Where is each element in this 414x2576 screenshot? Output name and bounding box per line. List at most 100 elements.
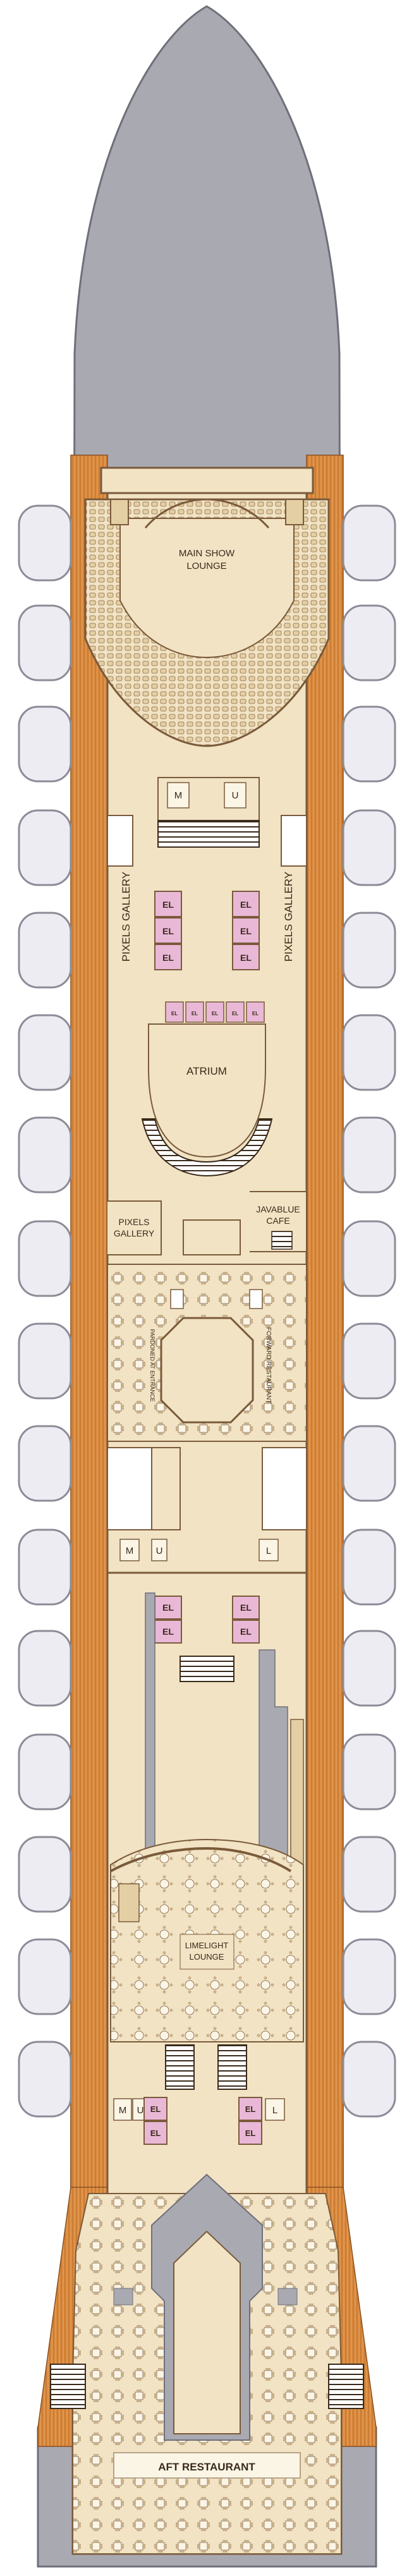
restroom-ladies: L xyxy=(266,1546,271,1556)
lifeboat xyxy=(342,1322,396,1400)
elevator-label: EL xyxy=(162,1602,174,1613)
pixels-gallery-starboard-label[interactable]: PIXELS GALLERY xyxy=(283,872,295,961)
lifeboat xyxy=(342,1630,396,1707)
lifeboat xyxy=(18,1938,72,2015)
pixels-gallery-small-label-line1: PIXELS xyxy=(118,1217,149,1227)
lifeboat xyxy=(18,1733,72,1810)
limelight-lounge[interactable]: LIMELIGHT LOUNGE xyxy=(110,1838,304,2042)
aft-stair-port-outer xyxy=(50,2364,86,2409)
limelight-lounge-label-line2: LOUNGE xyxy=(190,1952,224,1962)
lifeboat xyxy=(18,504,72,582)
elevator xyxy=(143,2121,167,2145)
restroom-men: M xyxy=(119,2105,127,2116)
elevator xyxy=(143,2097,167,2121)
elevator-label: EL xyxy=(245,2104,256,2114)
lifeboat xyxy=(342,504,396,582)
restroom-unisex: U xyxy=(232,790,239,801)
main-show-lounge-label-line1: MAIN SHOW xyxy=(179,548,235,559)
elevator-label: EL xyxy=(245,2128,256,2138)
elevator-label: EL xyxy=(232,1011,238,1016)
elevator xyxy=(232,944,260,970)
forward-restrooms: M U xyxy=(157,777,260,848)
elevator-label: EL xyxy=(171,1011,178,1016)
lifeboat xyxy=(342,705,396,783)
main-show-lounge[interactable]: MAIN SHOW LOUNGE xyxy=(84,467,330,747)
aft-stair-starboard xyxy=(217,2044,247,2090)
lifeboat xyxy=(18,1836,72,1913)
pixels-gallery-small-label-line2: GALLERY xyxy=(114,1228,155,1238)
lifeboat xyxy=(342,1425,396,1502)
restroom-ladies: L xyxy=(272,2105,277,2116)
elevator xyxy=(154,1596,182,1620)
lifeboat xyxy=(342,1014,396,1091)
lifeboat xyxy=(18,1425,72,1502)
elevator xyxy=(232,891,260,917)
restroom-men: M xyxy=(174,790,183,801)
forward-restaurant-label: FORWARD RESTAURANT xyxy=(265,1328,272,1404)
elevator-label: EL xyxy=(150,2104,161,2114)
pixels-gallery-port-label[interactable]: PIXELS GALLERY xyxy=(120,872,132,961)
elevator xyxy=(154,1620,182,1644)
elevator-label: EL xyxy=(192,1011,198,1016)
javablue-cafe[interactable]: JAVABLUE CAFE xyxy=(250,1191,307,1252)
aft-stair-port xyxy=(165,2044,195,2090)
forward-restaurant[interactable]: FORWARD RESTAURANT PARDONED AT ENTRANCE xyxy=(107,1264,307,1442)
midship-corridor-wall xyxy=(183,1219,241,1255)
aft-stair-starboard-outer xyxy=(328,2364,364,2409)
lifeboat xyxy=(18,1630,72,1707)
elevator-label: EL xyxy=(240,953,252,963)
service-block-port xyxy=(145,1592,155,1865)
port-promenade-deck xyxy=(70,455,108,2447)
lifeboat xyxy=(342,2041,396,2118)
starboard-promenade-deck xyxy=(306,455,344,2447)
lifeboat xyxy=(18,604,72,681)
elevator-label: EL xyxy=(212,1011,218,1016)
aft-restaurant-label: AFT RESTAURANT xyxy=(158,2461,255,2473)
elevator-label: EL xyxy=(162,900,174,910)
lifeboat xyxy=(342,1733,396,1810)
lifeboat xyxy=(342,1836,396,1913)
restaurant-entrance-label: PARDONED AT ENTRANCE xyxy=(149,1329,155,1401)
forward-elevators: EL EL EL EL EL EL xyxy=(154,891,260,970)
elevator xyxy=(232,1596,260,1620)
aft-elevators: EL EL EL EL xyxy=(143,2097,262,2145)
elevator-label: EL xyxy=(240,900,252,910)
elevator-label: EL xyxy=(240,1602,252,1613)
aft-restrooms: M U L xyxy=(113,2098,285,2121)
lifeboat xyxy=(18,1322,72,1400)
lifeboat xyxy=(342,1116,396,1193)
lifeboat xyxy=(342,1220,396,1297)
elevator-label: EL xyxy=(162,953,174,963)
elevator xyxy=(154,891,182,917)
elevator xyxy=(154,917,182,944)
lifeboat xyxy=(342,604,396,681)
lifeboat xyxy=(18,1220,72,1297)
lifeboat xyxy=(18,809,72,886)
elevator-label: EL xyxy=(240,1627,252,1637)
atrium-label: ATRIUM xyxy=(186,1065,227,1077)
elevator-label: EL xyxy=(252,1011,259,1016)
lifeboat xyxy=(342,809,396,886)
elevator xyxy=(232,917,260,944)
pixels-gallery-small[interactable]: PIXELS GALLERY xyxy=(107,1200,162,1255)
lifeboat xyxy=(342,1529,396,1606)
restroom-unisex: U xyxy=(137,2105,144,2116)
aft-restaurant[interactable]: AFT RESTAURANT xyxy=(72,2173,342,2555)
elevator-label: EL xyxy=(162,926,174,936)
elevator xyxy=(238,2097,262,2121)
lifeboat xyxy=(18,1014,72,1091)
lifeboat xyxy=(18,912,72,989)
midship-elevators: EL EL EL EL xyxy=(154,1596,260,1682)
lifeboat xyxy=(18,1529,72,1606)
lifeboat xyxy=(18,2041,72,2118)
forward-stair-starboard xyxy=(281,815,307,867)
midship-restrooms: M U L xyxy=(107,1447,307,1561)
javablue-cafe-label-line2: CAFE xyxy=(266,1216,289,1226)
javablue-cafe-label-line1: JAVABLUE xyxy=(256,1204,300,1214)
atrium[interactable]: ATRIUM xyxy=(141,1023,273,1177)
restroom-men: M xyxy=(126,1546,134,1556)
atrium-glass-elevators: EL EL EL EL EL xyxy=(165,1001,265,1023)
lifeboat xyxy=(18,1116,72,1193)
elevator-label: EL xyxy=(162,1627,174,1637)
